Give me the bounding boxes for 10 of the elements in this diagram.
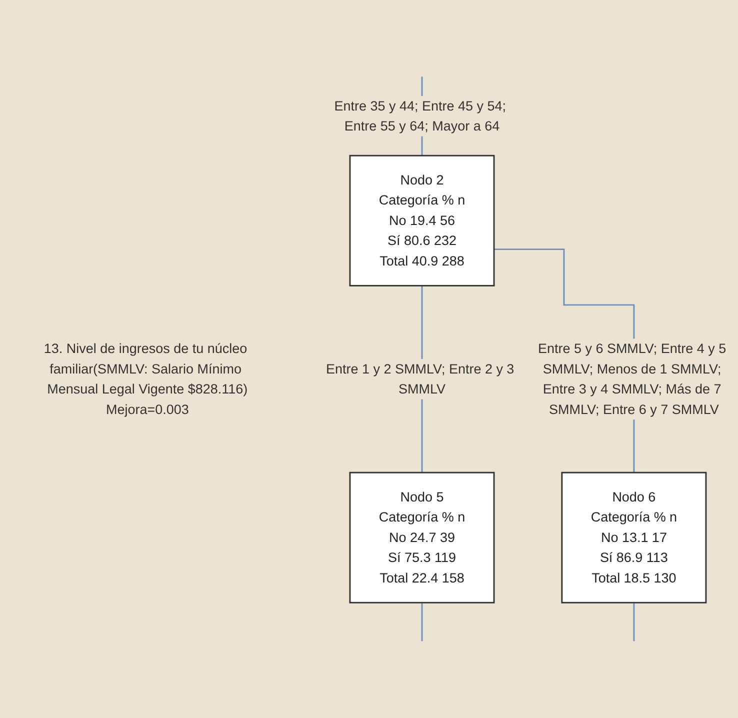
edge-label: Entre 1 y 2 SMMLV; Entre 2 y 3 SMMLV	[326, 360, 514, 397]
connector	[633, 602, 635, 642]
node-box: Nodo 6 Categoría % n No 13.1 17 Sí 86.9 113 Total 18.5 130	[561, 472, 707, 604]
node-label: 13. Nivel de ingresos de tu núcleo familiar(SMMLV: Salario Mínimo Mensual Legal Vigente $828.116)	[44, 340, 248, 397]
node-box: Nodo 5 Categoría % n No 24.7 39 Sí 75.3 119 Total 22.4 158	[349, 472, 495, 604]
connector	[421, 602, 423, 642]
node-label: Mejora=0.003	[106, 401, 189, 417]
edge-label: Entre 35 y 44; Entre 45 y 54; Entre 55 y 64; Mayor a 64	[334, 98, 506, 134]
edge-label: Entre 5 y 6 SMMLV; Entre 4 y 5 SMMLV; Menos de 1 SMMLV; Entre 3 y 4 SMMLV; Más de 7 SMMLV; Entre 6 y 7 SMMLV	[538, 340, 726, 417]
node-box: Nodo 2 Categoría % n No 19.4 56 Sí 80.6 232 Total 40.9 288	[349, 154, 495, 286]
